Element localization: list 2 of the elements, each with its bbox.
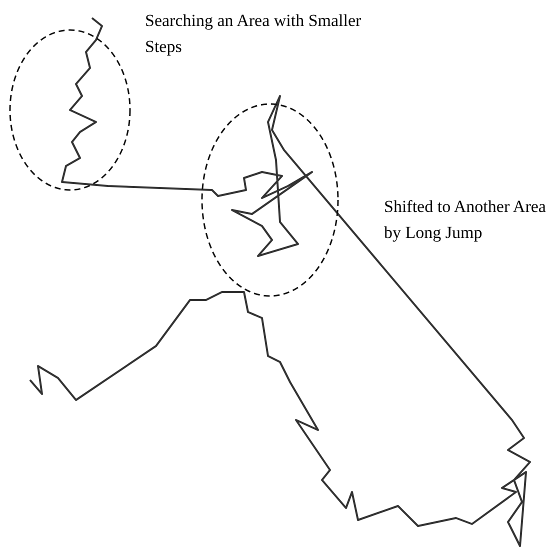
annotation-text: Shifted to Another Area by Long Jump — [384, 196, 546, 244]
annotation-text: Searching an Area with Smaller Steps — [145, 10, 362, 58]
